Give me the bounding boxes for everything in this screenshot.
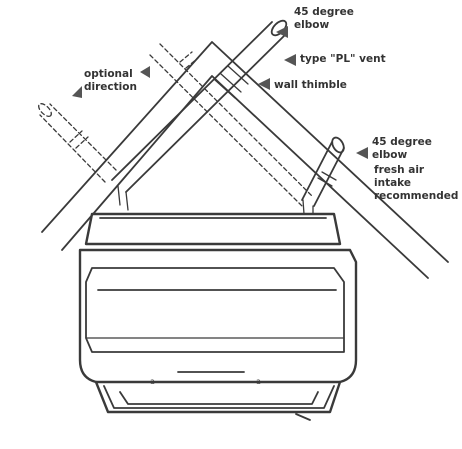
pl-vent-pipe (111, 19, 288, 211)
label-elbow-right: 45 degree elbow (372, 136, 432, 161)
label-arrows (72, 26, 368, 159)
arrow-optional-direction (72, 86, 82, 98)
arrow-elbow-right (356, 147, 368, 159)
optional-direction-pipe (38, 103, 117, 183)
wall-outline (41, 41, 449, 279)
wall-thimble (214, 65, 249, 99)
fresh-air-intake-pipe (301, 136, 345, 215)
svg-text:a: a (150, 377, 155, 386)
label-optional-direction: optional direction (84, 68, 137, 93)
optional-vent-pipe-dashed (149, 43, 313, 207)
label-pl-vent: type "PL" vent (300, 53, 386, 65)
svg-text:a: a (256, 377, 261, 386)
label-fresh-air: fresh air intake recommended (374, 164, 459, 202)
arrow-pl-vent (284, 54, 296, 66)
label-elbow-top: 45 degree elbow (294, 6, 354, 31)
label-wall-thimble: wall thimble (274, 79, 347, 91)
heater-unit: a a (78, 212, 358, 421)
arrow-optional-direction-2 (140, 66, 150, 78)
arrow-wall-thimble (258, 78, 270, 90)
arrow-elbow-top (276, 26, 288, 38)
